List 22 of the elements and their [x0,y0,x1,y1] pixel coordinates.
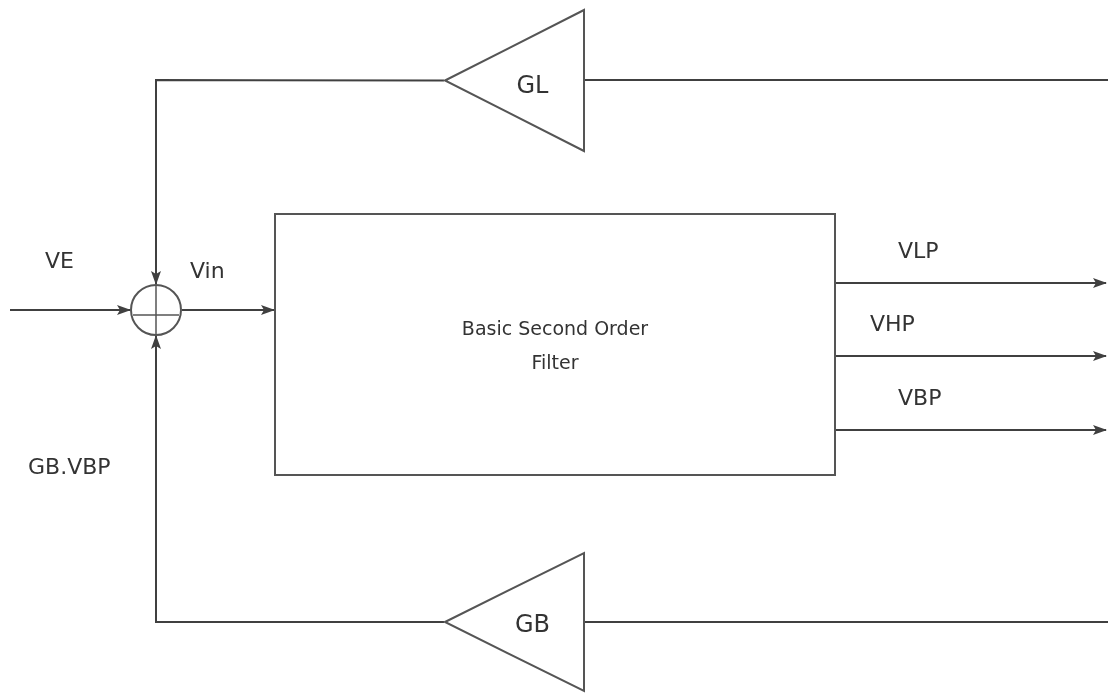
signal-label: Vin [190,258,225,283]
signal-arrow [151,335,445,623]
signal-arrow [181,305,275,315]
gain-amplifier [444,9,585,152]
signal-arrow [835,351,1107,361]
signal-label: VE [45,248,74,273]
signal-arrow [9,305,131,315]
signal-arrow [835,425,1107,435]
signal-arrow [151,79,445,285]
signal-label: VBP [898,385,942,410]
signal-line [584,621,1108,623]
summing-junction [130,284,182,336]
signal-line [584,79,1108,81]
signal-arrow [835,278,1107,288]
gain-label: GB [514,610,551,638]
signal-label: VHP [870,311,915,336]
signal-label: VLP [898,238,939,263]
block-label: Basic Second Order Filter [460,315,650,375]
signal-label: GB.VBP [28,454,111,479]
gain-label: GL [516,70,549,99]
filter-block [274,213,836,476]
gain-amplifier [444,552,585,692]
